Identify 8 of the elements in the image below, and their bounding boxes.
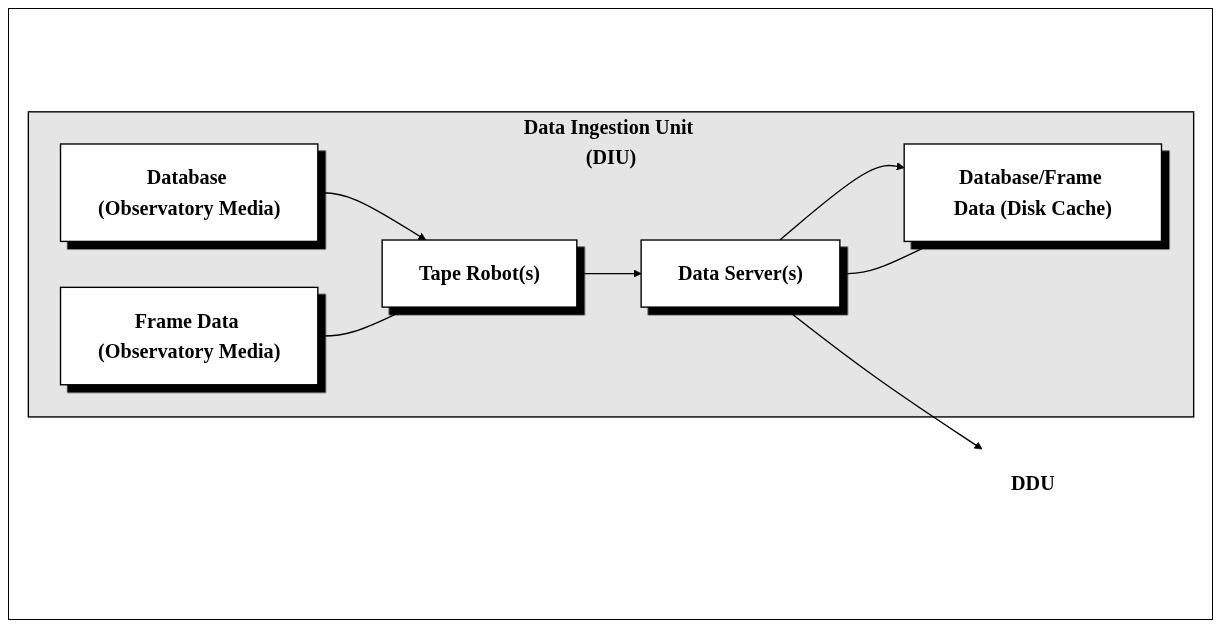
node-box: Data Server(s) — [639, 239, 841, 308]
arrow — [839, 240, 937, 278]
node-box: Frame Data (Observatory Media) — [59, 286, 318, 386]
node-text: DDU — [1010, 471, 1055, 495]
node-box: Database/Frame Data (Disk Cache) — [903, 143, 1162, 243]
node-box: Tape Robot(s) — [380, 239, 577, 308]
node-box: Database (Observatory Media) — [59, 143, 318, 243]
arrow — [782, 306, 982, 450]
